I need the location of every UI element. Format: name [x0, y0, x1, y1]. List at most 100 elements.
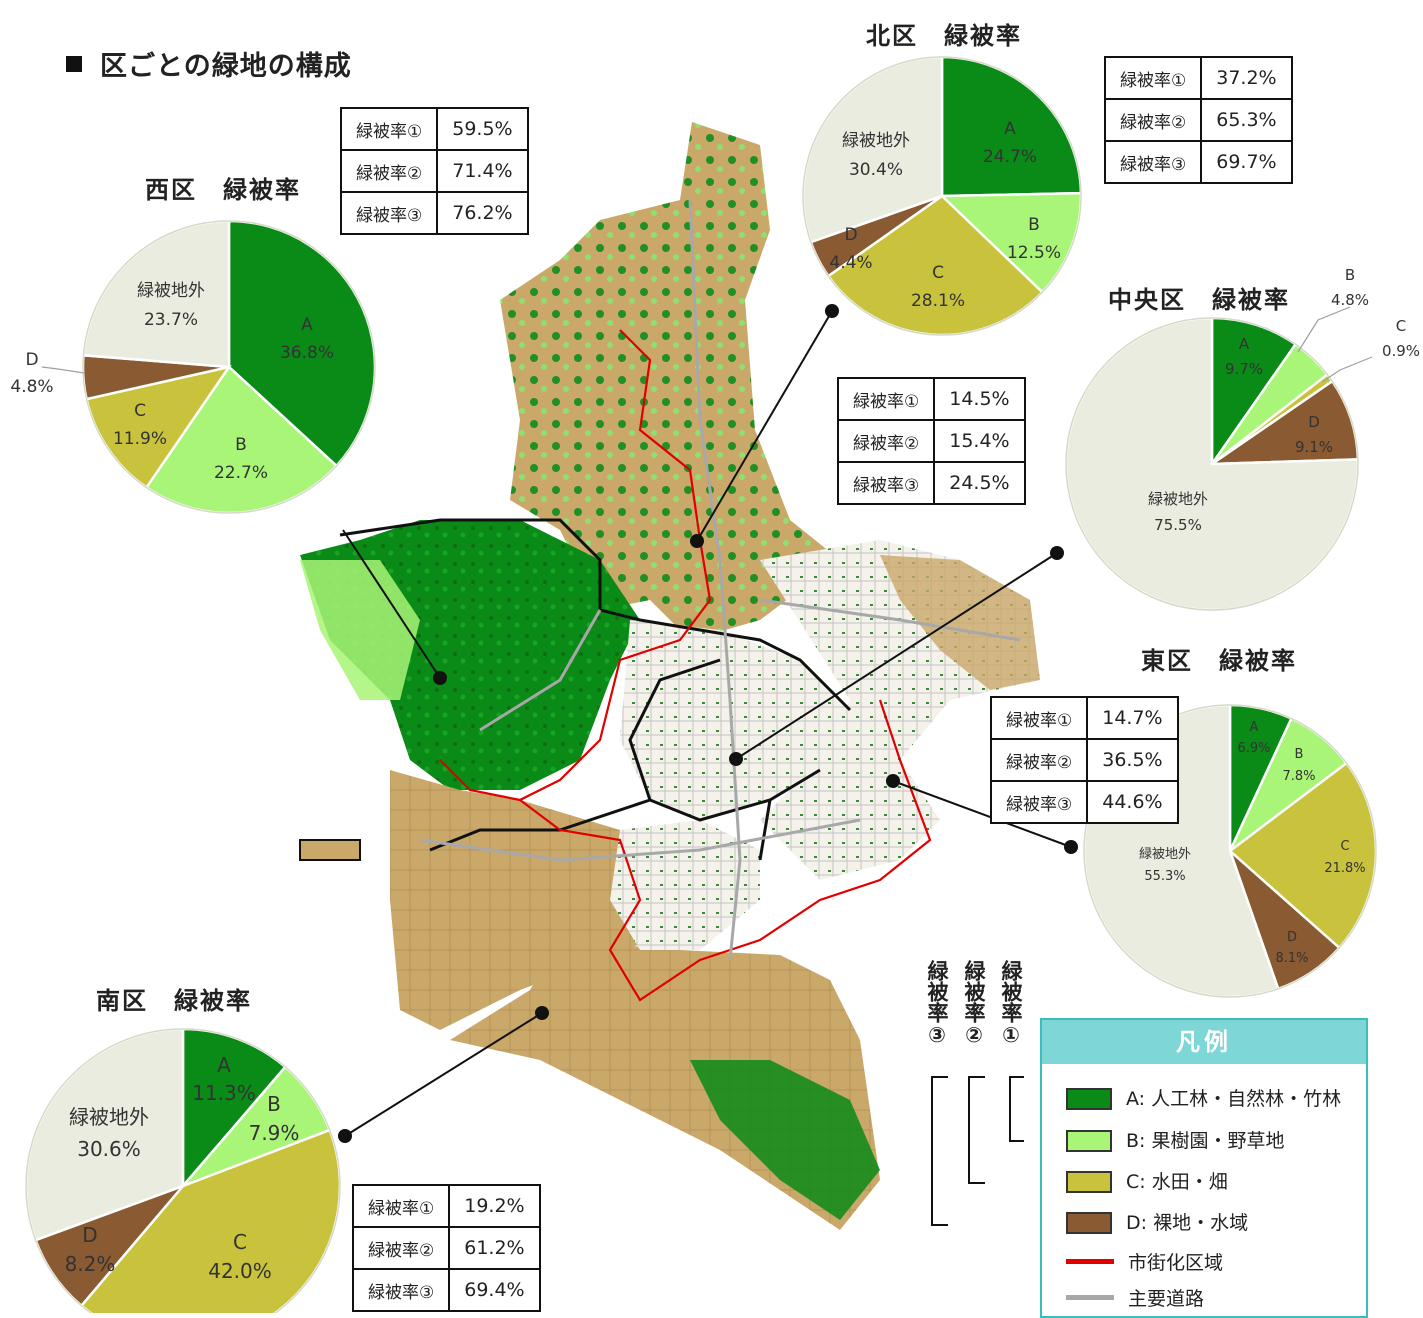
pie-label-category: A [301, 315, 313, 335]
pie-label-category: A [1239, 335, 1250, 353]
pie-label-category: C [233, 1230, 247, 1254]
pie-label-category: C [134, 401, 146, 421]
legend-label: 主要道路 [1128, 1288, 1205, 1310]
pie-outline [802, 56, 1082, 336]
map-chuo-area [620, 620, 850, 820]
pie-label-value: 36.8% [280, 343, 334, 363]
rate-value: 36.5% [1086, 738, 1179, 782]
pie-label-value: 30.6% [77, 1137, 141, 1161]
legend-swatch-d [1066, 1212, 1112, 1234]
rate-label: 緑被率③ [351, 1268, 451, 1312]
higashi-map-dot [886, 774, 900, 788]
pie-outline [1065, 317, 1359, 611]
rate-label: 緑被率② [339, 149, 439, 193]
pie-label-category: B [267, 1092, 281, 1116]
pie-label-value: 55.3% [1144, 869, 1185, 884]
rate-label: 緑被率② [989, 738, 1089, 782]
pie-label-value: 28.1% [911, 291, 965, 311]
legend-swatch-c [1066, 1171, 1112, 1193]
district-map [299, 122, 1040, 1230]
rate-label: 緑被率① [989, 696, 1089, 740]
chuo-map-target [729, 752, 743, 766]
pie-label-category: A [217, 1053, 231, 1077]
legend-item-road: 主要道路 [1066, 1284, 1204, 1311]
higashi-chart-dot [1064, 840, 1078, 854]
pie-label-category: 緑被地外 [69, 1105, 149, 1129]
legend-line-road [1066, 1295, 1114, 1300]
pie-label-category: 緑被地外 [842, 131, 910, 151]
pie-label-value: 22.7% [214, 463, 268, 483]
legend-item-c: C: 水田・畑 [1066, 1167, 1228, 1194]
pie-outline [1083, 704, 1377, 998]
rate-label: 緑被率① [836, 377, 936, 421]
rate-value: 59.5% [436, 107, 529, 151]
rate-value: 15.4% [933, 419, 1026, 463]
legend-swatch-b [1066, 1130, 1112, 1152]
pie-label-value: 21.8% [1324, 861, 1365, 876]
pie-label-category: C [1340, 839, 1349, 854]
pie-label-value: 6.9% [1237, 741, 1270, 756]
kita-chart-title: 北区 緑被率 [866, 22, 1022, 50]
pie-label-category: D [1287, 930, 1297, 945]
pie-outline [25, 1028, 341, 1313]
pie-label-value: 11.9% [113, 429, 167, 449]
legend-label: D: 裸地・水域 [1126, 1212, 1249, 1234]
pie-label-category: B [235, 435, 247, 455]
pie-label-category: B [1028, 215, 1040, 235]
kita-map-target [690, 534, 704, 548]
map-kita-area [500, 122, 840, 640]
rate-value: 14.5% [933, 377, 1026, 421]
higashi-chart-title: 東区 緑被率 [1141, 647, 1297, 675]
pie-label-value: 4.8% [10, 377, 53, 397]
rate-value: 69.4% [448, 1268, 541, 1312]
pie-label-value: 7.9% [249, 1121, 300, 1145]
rate-value: 14.7% [1086, 696, 1179, 740]
pie-label-value: 42.0% [208, 1259, 272, 1283]
rate-value: 65.3% [1200, 98, 1293, 142]
minami-chart-dot [338, 1129, 352, 1143]
pie-label-category: 緑被地外 [1148, 490, 1208, 508]
pie-leader-line [41, 366, 85, 374]
pie-leader-line [1321, 356, 1373, 383]
map-urbanization-line [439, 329, 932, 1002]
pie-label-category: 緑被地外 [137, 281, 205, 301]
rate-value: 44.6% [1086, 780, 1179, 824]
map-minami-forest [690, 1060, 880, 1220]
chuo-map-dot [1050, 546, 1064, 560]
pie-label-value: 9.7% [1225, 360, 1263, 378]
nishi-chart-title: 西区 緑被率 [145, 176, 301, 204]
rate-label: 緑被率③ [339, 191, 439, 235]
legend-item-a: A: 人工林・自然林・竹林 [1066, 1084, 1341, 1111]
map-exclave [299, 839, 361, 861]
pie-label-category: 緑被地外 [1139, 847, 1191, 862]
pie-label-value: 9.1% [1295, 438, 1333, 456]
rate-value: 71.4% [436, 149, 529, 193]
rate-brackets [931, 1076, 1024, 1226]
rate-label: 緑被率① [1103, 56, 1203, 100]
pie-label-category: B [1295, 747, 1304, 762]
kita-map-dot [825, 304, 839, 318]
rate-value: 61.2% [448, 1226, 541, 1270]
pie-label-category: C [932, 263, 944, 283]
legend: 凡例 A: 人工林・自然林・竹林 B: 果樹園・野草地 C: 水田・畑 D: 裸… [1040, 1018, 1368, 1318]
legend-label: 市街化区域 [1128, 1252, 1224, 1274]
map-roads [419, 199, 1021, 961]
legend-item-d: D: 裸地・水域 [1066, 1208, 1248, 1235]
rate-label: 緑被率③ [1103, 140, 1203, 184]
map-district-boundary [339, 518, 852, 861]
